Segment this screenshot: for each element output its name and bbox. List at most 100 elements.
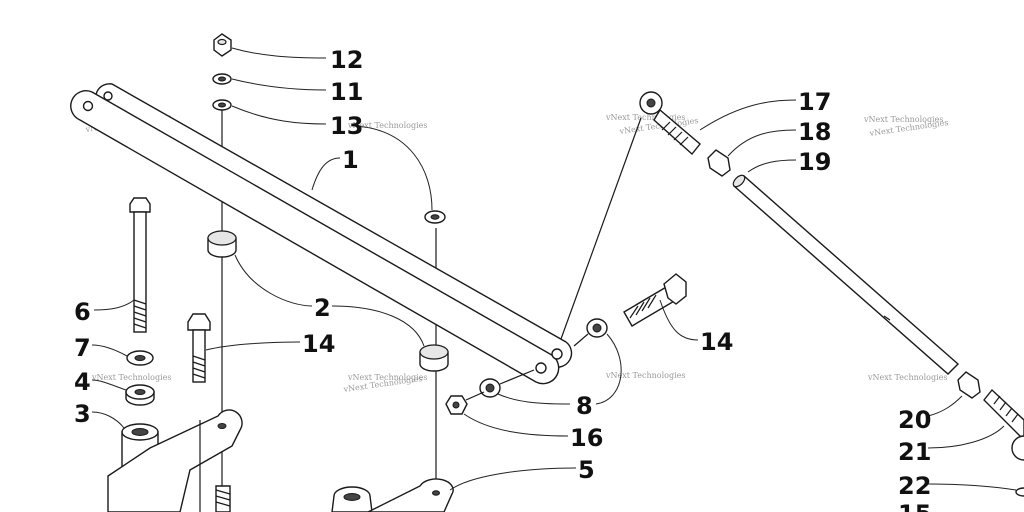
callout-22: 22 (898, 472, 931, 500)
bushing-2-left-top (207, 230, 237, 246)
leader-8a (497, 393, 571, 405)
link-bar-rear-hole-right (551, 348, 563, 360)
leader-3 (91, 411, 125, 429)
callout-5: 5 (578, 456, 595, 484)
bolt-14-left-head (187, 313, 211, 331)
watermark-2: vNext Technologies (347, 121, 427, 130)
callout-8: 8 (576, 392, 593, 420)
callout-12: 12 (330, 46, 363, 74)
bolt-6-threads (133, 299, 147, 329)
bracket-plate (107, 409, 243, 512)
rod-end-21-threads (993, 395, 1019, 423)
watermark-5: vNext Technologies (91, 373, 171, 382)
bolt-14-right-threads (629, 294, 657, 319)
jam-nut-20 (957, 371, 981, 399)
leader-22 (927, 483, 1017, 491)
callout-21: 21 (898, 438, 931, 466)
steering-arm-plate (367, 478, 454, 512)
tie-rod-19-end (732, 174, 746, 188)
watermark-6: vNext Technologies (347, 373, 427, 382)
top-fastener-stack (212, 33, 232, 111)
rod-end-17-threads (661, 121, 689, 146)
washer-13-hole (218, 102, 226, 108)
jam-nut-18 (707, 149, 731, 177)
callout-1: 1 (342, 146, 359, 174)
spacer-3-hole (131, 428, 149, 436)
tie-rod-19 (732, 175, 960, 375)
tie-rod-assembly (639, 91, 1024, 497)
bolt-6-head (129, 197, 151, 213)
callout-14-right: 14 (700, 328, 733, 356)
bushings (207, 230, 449, 372)
leader-8b (595, 333, 622, 405)
right-hardware (445, 318, 608, 415)
bolt-14-right (623, 273, 687, 327)
callout-20: 20 (898, 406, 931, 434)
callout-7: 7 (74, 334, 91, 362)
callout-11: 11 (330, 78, 363, 106)
axis-nut-washer (465, 391, 485, 401)
callout-2: 2 (314, 294, 331, 322)
washer-13-center (424, 210, 446, 224)
callout-14-left: 14 (302, 330, 335, 358)
rod-end-17-shank (653, 108, 701, 156)
callout-labels: 12 11 13 1 6 2 14 14 7 4 3 8 16 5 17 18 … (74, 46, 931, 512)
watermark-7: vNext Technologies (605, 371, 685, 380)
leader-20 (927, 395, 963, 417)
nut-16-hole (452, 401, 460, 409)
leader-13 (231, 105, 327, 125)
leader-13-to-washer (355, 125, 433, 211)
callout-13: 13 (330, 112, 363, 140)
leader-2-left (234, 254, 313, 307)
callout-3: 3 (74, 400, 91, 428)
link-bar-front (70, 90, 560, 385)
bracket-stud-threads (215, 489, 231, 507)
leader-12 (231, 47, 327, 59)
callout-19: 19 (798, 148, 831, 176)
washer-8b-hole (592, 323, 602, 333)
leader-4 (91, 379, 127, 391)
link-bar-front-hole-left (82, 100, 94, 112)
callout-17: 17 (798, 88, 831, 116)
bolt-14-left-threads (192, 355, 206, 379)
washer-8a-hole (485, 383, 495, 393)
link-bar-assembly (70, 83, 573, 385)
washer-11-hole (218, 76, 226, 82)
leader-14-right (659, 299, 699, 341)
leader-2-right (331, 305, 425, 347)
rod-end-21-eye (1011, 435, 1024, 461)
watermark-3: vNext Technologies (605, 113, 685, 122)
leader-7 (91, 344, 128, 357)
tie-rod-19-flat (883, 315, 891, 321)
leader-21 (927, 425, 1005, 449)
bushing-2-right-top (419, 344, 449, 360)
washer-7-hole (134, 355, 146, 361)
axis-washer-bar (499, 369, 535, 385)
pitman-bracket (107, 409, 243, 512)
leader-5 (449, 467, 577, 491)
rod-end-21-shank (983, 388, 1024, 441)
steering-arm-boss-hole (343, 493, 361, 501)
washer-22 (1015, 487, 1024, 497)
rod-end-17-ball (646, 98, 656, 108)
callout-4: 4 (74, 368, 91, 396)
callout-6: 6 (74, 298, 91, 326)
axis-bar-washer (573, 333, 589, 347)
callout-15: 15 (898, 500, 931, 512)
leader-18 (727, 129, 797, 157)
bolt-14-right-head (663, 273, 687, 305)
leader-11 (231, 78, 327, 91)
callout-18: 18 (798, 118, 831, 146)
nut-12-top (217, 38, 227, 46)
bolt-14-left (187, 313, 211, 383)
centerline-rod-end (556, 117, 642, 351)
steering-arm (331, 478, 454, 512)
leader-lines (91, 47, 1017, 491)
leader-17 (699, 99, 797, 131)
leader-1 (311, 157, 341, 191)
link-bar-front-hole-right (535, 362, 547, 374)
leader-19 (747, 159, 797, 173)
watermark-4: vNext Technologies (863, 115, 943, 124)
